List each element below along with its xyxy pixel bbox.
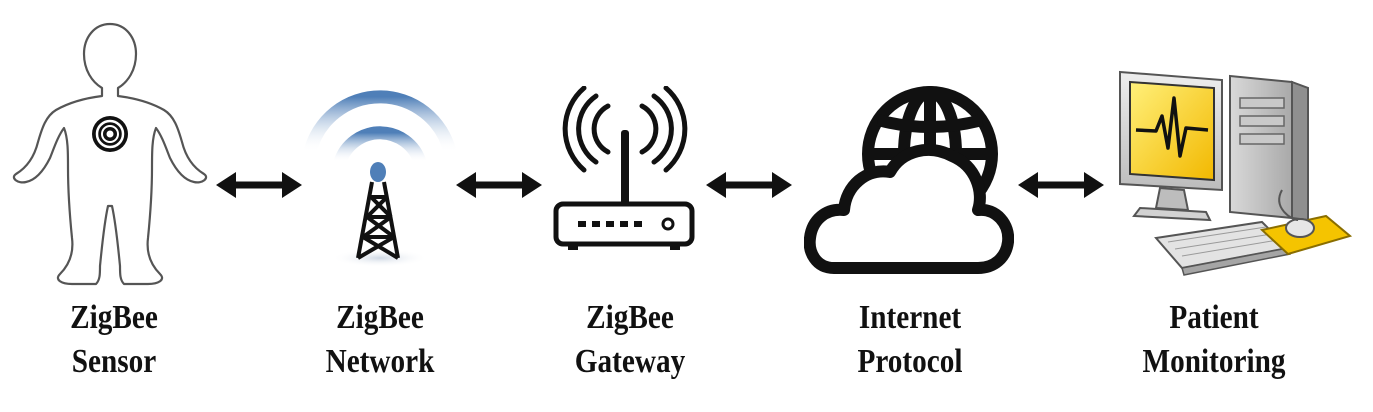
caption-line: ZigBee [586, 299, 674, 336]
double-arrow-icon [216, 172, 302, 198]
double-arrow-icon [706, 172, 792, 198]
caption-line: Network [325, 343, 435, 380]
double-arrow-icon [456, 172, 542, 198]
signal-tower-icon [303, 90, 457, 267]
double-arrow-icon [1018, 172, 1104, 198]
human-body-sensor-icon [12, 22, 208, 286]
desktop-computer-icon [1119, 70, 1353, 276]
caption-line: ZigBee [336, 299, 424, 336]
caption-line: Protocol [857, 343, 963, 380]
wireless-router-icon [553, 86, 695, 250]
caption-internet: Internet Protocol [815, 296, 1004, 384]
caption-gateway: ZigBee Gateway [535, 296, 724, 384]
caption-sensor: ZigBee Sensor [19, 296, 208, 384]
caption-line: Patient [1169, 299, 1259, 336]
caption-line: Monitoring [1142, 343, 1286, 380]
globe-cloud-icon [804, 86, 1014, 274]
caption-line: Gateway [574, 343, 686, 380]
caption-line: Internet [858, 299, 962, 336]
caption-line: Sensor [71, 343, 157, 380]
caption-line: ZigBee [70, 299, 158, 336]
caption-network: ZigBee Network [285, 296, 474, 384]
caption-monitor: Patient Monitoring [1119, 296, 1308, 384]
